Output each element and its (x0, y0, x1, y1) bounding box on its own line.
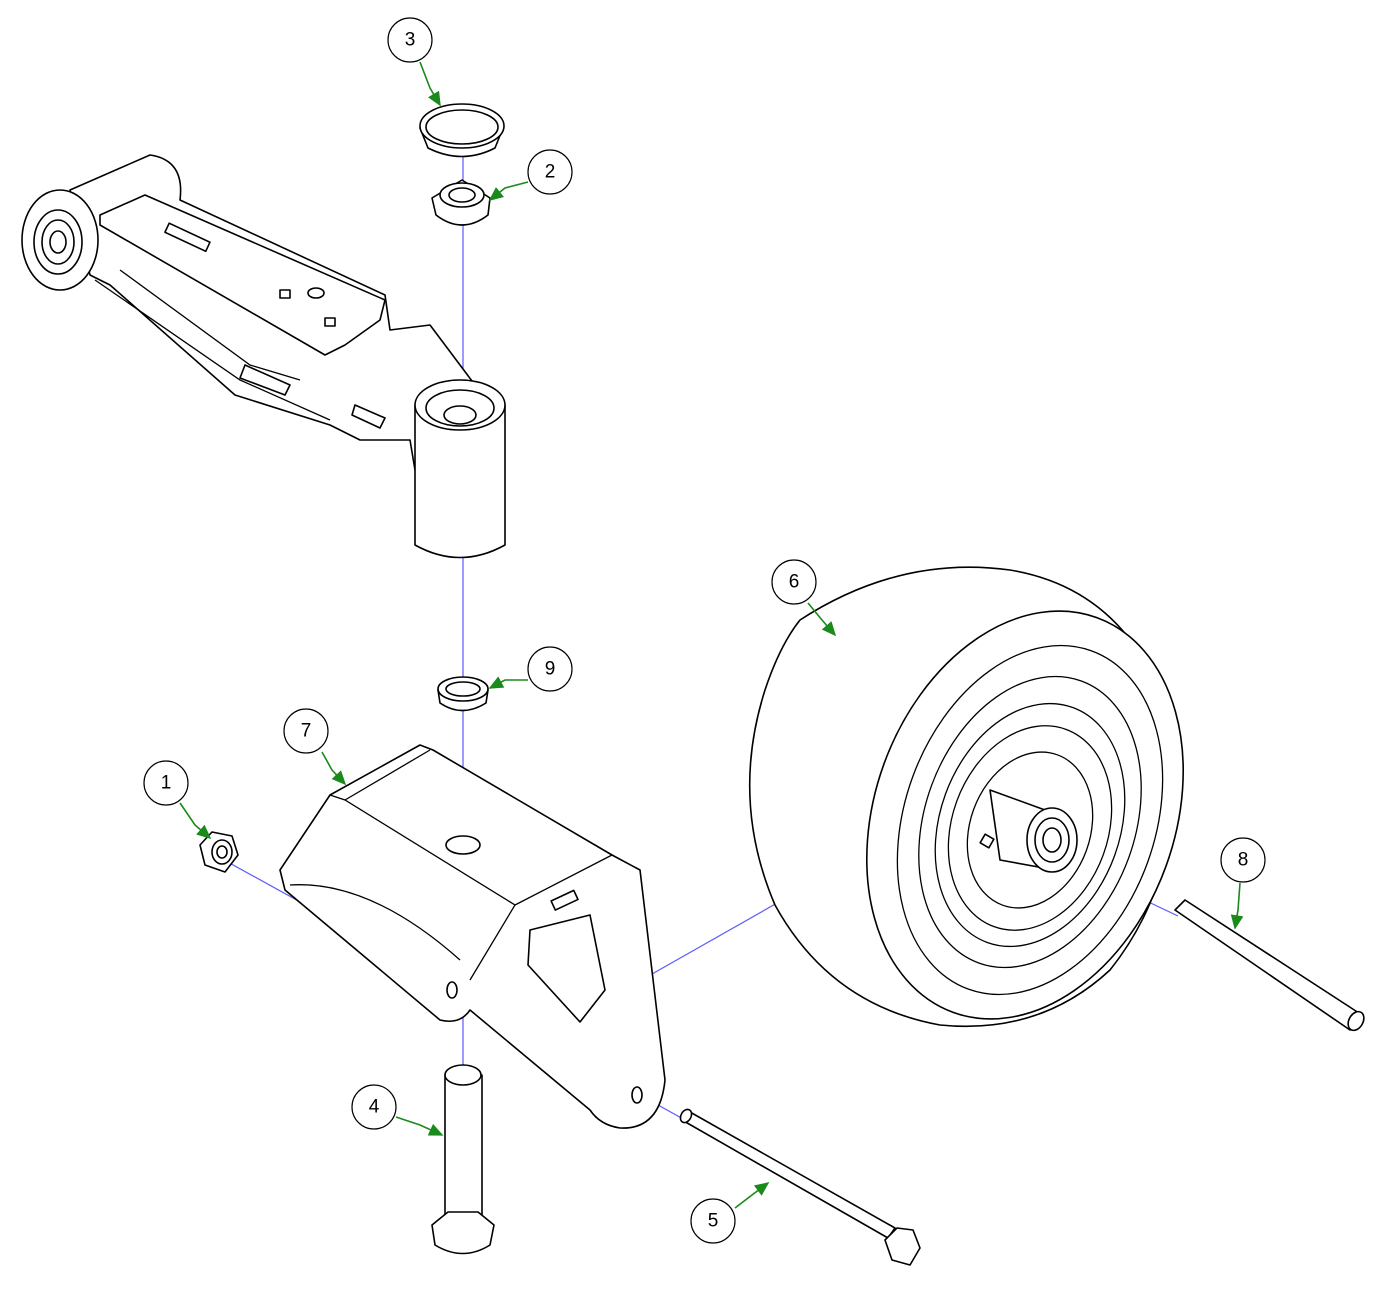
wheel (748, 566, 1184, 1028)
axle-bolt (679, 1108, 921, 1266)
callout-3: 3 (387, 17, 433, 63)
spacer-tube (1174, 899, 1365, 1032)
pivot-bolt (431, 1064, 495, 1255)
caster-fork (279, 744, 666, 1129)
callout-label: 6 (789, 572, 800, 593)
callout-label: 5 (708, 1211, 719, 1232)
callout-6: 6 (771, 559, 817, 605)
callout-8: 8 (1220, 837, 1266, 883)
callout-7: 7 (283, 708, 329, 754)
callout-4: 4 (351, 1084, 397, 1130)
callout-5: 5 (690, 1198, 736, 1244)
callout-label: 3 (405, 30, 416, 51)
dust-cap (419, 103, 505, 158)
callout-9: 9 (527, 646, 573, 692)
bushing (437, 676, 489, 712)
flange-nut (199, 831, 239, 873)
callout-label: 4 (369, 1097, 380, 1118)
callout-label: 9 (545, 659, 556, 680)
swing-arm (21, 154, 506, 559)
callout-label: 1 (161, 773, 172, 794)
callout-label: 2 (545, 162, 556, 183)
callout-1: 1 (143, 760, 189, 806)
lock-nut (431, 179, 491, 226)
callout-label: 8 (1238, 850, 1249, 871)
callout-label: 7 (301, 721, 312, 742)
callout-2: 2 (527, 149, 573, 195)
leader-arrows (179, 61, 1244, 1209)
